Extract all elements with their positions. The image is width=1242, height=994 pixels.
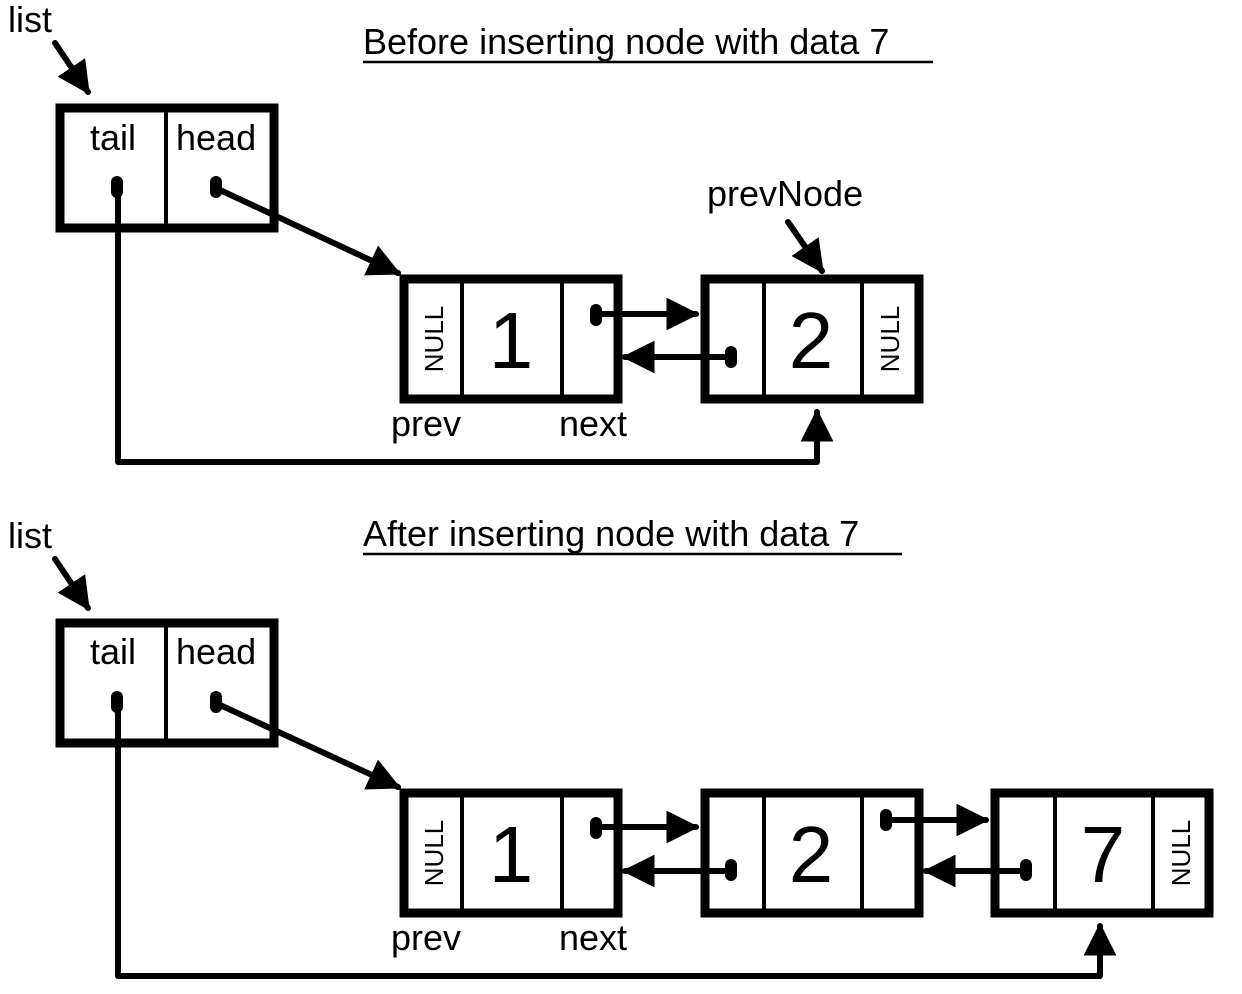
before-list-label: list: [8, 0, 52, 40]
before-prevnode-arrow: [785, 219, 825, 274]
before-head-label: head: [176, 117, 256, 158]
after-title: After inserting node with data 7: [363, 513, 859, 554]
before-prevnode-label: prevNode: [707, 173, 863, 214]
after-head-arrow: [217, 702, 401, 790]
after-node-1: NULL 1: [399, 788, 623, 918]
after-node-7-data: 7: [1081, 810, 1126, 899]
after-list-arrow: [52, 556, 91, 611]
before-prev-label: prev: [391, 403, 461, 444]
before-node-1-data: 1: [489, 296, 534, 385]
after-list-label: list: [8, 515, 52, 556]
after-section: After inserting node with data 7 list ta…: [8, 513, 1214, 979]
after-next-label: next: [559, 917, 627, 958]
after-tail-arrow: [115, 704, 1117, 979]
after-tail-label: tail: [90, 631, 136, 672]
before-node-1: NULL 1: [399, 274, 623, 404]
before-node-2: 2 NULL: [700, 274, 924, 404]
after-node-1-null: NULL: [419, 820, 449, 886]
after-node-7-null: NULL: [1166, 820, 1196, 886]
before-node-2-null: NULL: [875, 306, 905, 372]
after-node-2: 2: [700, 788, 924, 918]
before-list-arrow: [52, 40, 91, 95]
after-prev-label: prev: [391, 917, 461, 958]
before-node-1-null: NULL: [419, 306, 449, 372]
before-head-arrow: [217, 187, 401, 276]
after-node-7: 7 NULL: [990, 788, 1214, 918]
after-node-2-data: 2: [789, 810, 834, 899]
after-node-1-data: 1: [489, 810, 534, 899]
after-head-label: head: [176, 631, 256, 672]
before-section: Before inserting node with data 7 list t…: [8, 0, 933, 465]
before-node-2-data: 2: [789, 296, 834, 385]
after-list-struct: tail head: [55, 618, 279, 748]
before-tail-arrow: [115, 189, 834, 465]
before-list-struct: tail head: [55, 103, 279, 233]
before-next-label: next: [559, 403, 627, 444]
before-tail-label: tail: [90, 117, 136, 158]
before-title: Before inserting node with data 7: [363, 21, 889, 62]
